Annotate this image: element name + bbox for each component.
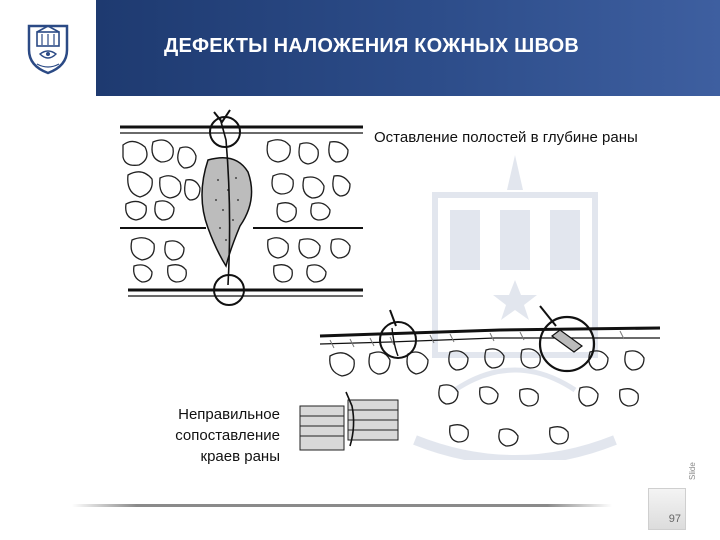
watermark-building-icon (413, 155, 617, 460)
header-bar: ДЕФЕКТЫ НАЛОЖЕНИЯ КОЖНЫХ ШВОВ (96, 0, 720, 96)
suture-cavity-diagram (120, 109, 363, 306)
university-crest-icon (27, 24, 69, 75)
slide-label: Slide (688, 462, 697, 480)
logo-area (0, 0, 96, 96)
suture-misalignment-diagram (299, 305, 661, 451)
page-number-box: 97 (648, 488, 686, 530)
slide-title: ДЕФЕКТЫ НАЛОЖЕНИЯ КОЖНЫХ ШВОВ (164, 35, 580, 57)
figure-caption: Оставление полостей в глубине раны (374, 129, 638, 146)
footer-divider (72, 504, 612, 507)
figure-caption: Неправильное сопоставление краев раны (175, 406, 280, 465)
page-number: 97 (668, 513, 681, 525)
